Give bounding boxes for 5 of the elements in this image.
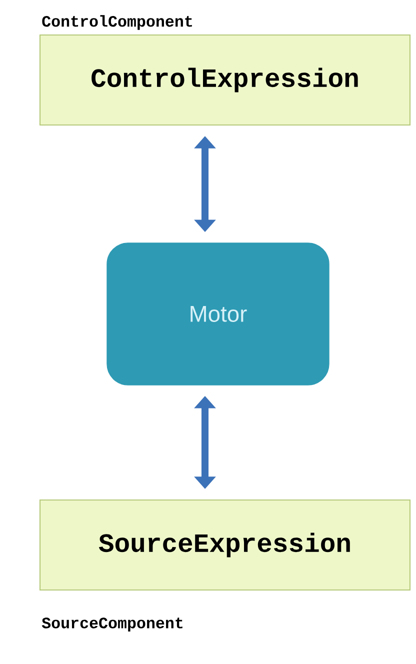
- component-label: SourceComponent: [42, 618, 182, 632]
- expression-box: SourceExpression: [39, 499, 411, 591]
- engine-box: Motor: [106, 242, 330, 386]
- expression-box: ControlExpression: [39, 34, 411, 126]
- component-label: ControlComponent: [42, 15, 192, 30]
